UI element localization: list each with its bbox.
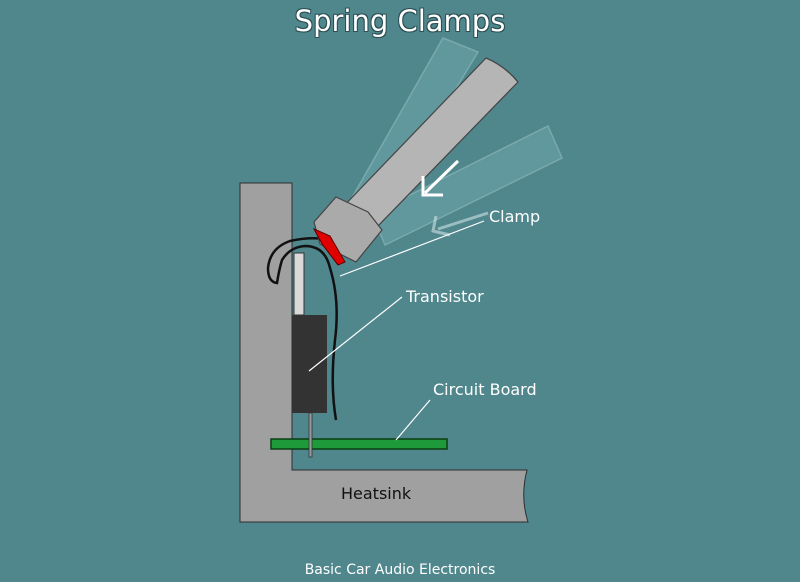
- spring-clamp: [266, 237, 338, 421]
- heatsink: [239, 182, 529, 523]
- clamp-leader: [339, 220, 485, 277]
- transistor-label: Transistor: [406, 287, 484, 306]
- clamp-tool: [312, 57, 519, 266]
- ghost-arrow-icon: [431, 211, 489, 237]
- ghost-tool-lower: [371, 124, 563, 247]
- transistor-lead: [308, 412, 313, 458]
- transistor-tab: [293, 252, 305, 316]
- transistor-body: [292, 315, 327, 413]
- circuit-board-label: Circuit Board: [433, 380, 537, 399]
- footer-credit: Basic Car Audio Electronics: [304, 562, 496, 578]
- circuit-board: [270, 438, 448, 450]
- page-title: Spring Clamps: [294, 4, 506, 38]
- heatsink-label: Heatsink: [341, 484, 412, 503]
- arrow-down-left-icon: [421, 159, 460, 197]
- transistor-leader: [308, 296, 403, 372]
- circuit-board-leader: [395, 399, 431, 441]
- clamp-label: Clamp: [489, 207, 541, 226]
